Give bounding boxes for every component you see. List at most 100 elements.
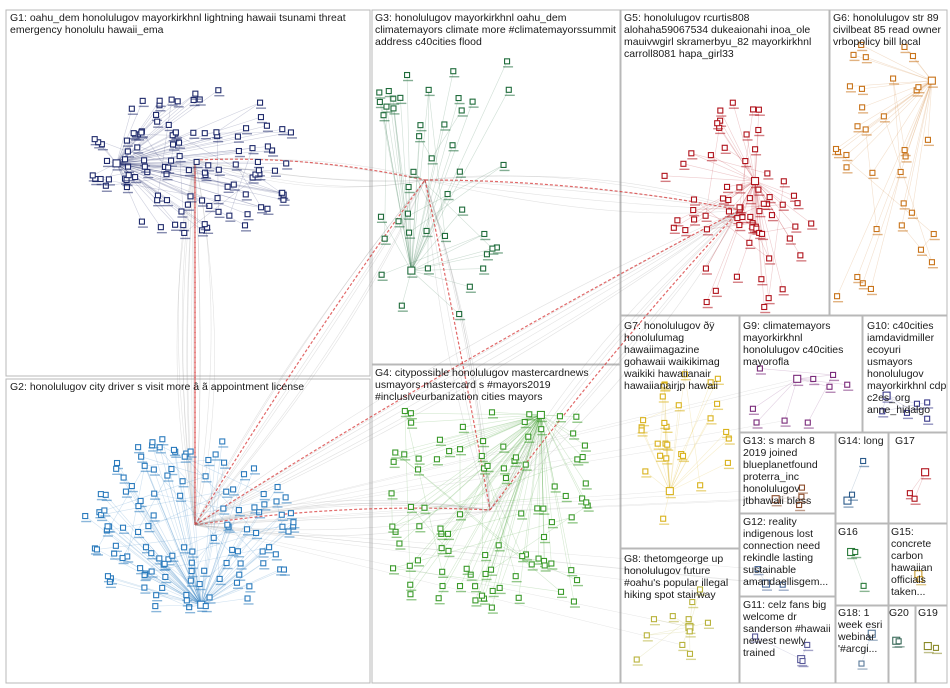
inter-group-edge bbox=[191, 159, 196, 526]
node-g5 bbox=[794, 200, 801, 207]
node-g1 bbox=[193, 158, 200, 165]
node-g5 bbox=[702, 212, 709, 219]
node-g7 bbox=[714, 375, 721, 382]
inter-group-edge bbox=[194, 179, 426, 526]
node-g4 bbox=[445, 547, 452, 554]
node-g5 bbox=[729, 99, 736, 106]
node-g2 bbox=[187, 577, 194, 584]
node-g7 bbox=[675, 402, 682, 409]
node-g3 bbox=[404, 210, 411, 217]
edge bbox=[499, 416, 561, 589]
edge bbox=[116, 135, 218, 164]
edge bbox=[108, 526, 202, 605]
edge bbox=[680, 378, 719, 455]
edge bbox=[431, 110, 462, 159]
edge bbox=[185, 453, 202, 605]
node-g2 bbox=[212, 451, 219, 458]
group-box-g15 bbox=[888, 523, 948, 607]
edge bbox=[505, 414, 542, 479]
edge bbox=[116, 147, 253, 164]
group-label-g19: G19 bbox=[918, 607, 938, 619]
edge bbox=[411, 97, 459, 271]
node-g8 bbox=[704, 619, 711, 626]
node-g11 bbox=[799, 657, 806, 665]
node-g7 bbox=[679, 452, 687, 459]
edge bbox=[151, 552, 202, 605]
edge bbox=[411, 171, 461, 271]
edge bbox=[229, 148, 253, 216]
edge bbox=[754, 180, 783, 205]
node-g3 bbox=[397, 94, 404, 101]
node-g19 bbox=[923, 642, 932, 651]
edge bbox=[404, 410, 443, 572]
strong-edge bbox=[194, 507, 491, 526]
node-g5 bbox=[755, 186, 762, 193]
edge bbox=[903, 80, 933, 204]
node-g4 bbox=[415, 455, 422, 462]
node-g8 bbox=[685, 616, 692, 623]
node-g6 bbox=[902, 153, 909, 160]
inter-group-edge bbox=[186, 159, 196, 526]
node-g2 bbox=[119, 554, 126, 562]
node-g2 bbox=[148, 550, 155, 557]
node-g2 bbox=[104, 523, 111, 530]
edge bbox=[728, 180, 756, 201]
edge bbox=[904, 80, 933, 151]
edge bbox=[200, 468, 255, 605]
strong-edge bbox=[489, 209, 741, 511]
node-g2 bbox=[169, 552, 176, 559]
edge bbox=[540, 414, 583, 499]
node-g4 bbox=[484, 462, 491, 469]
node-g4 bbox=[574, 456, 581, 463]
edge bbox=[418, 414, 542, 459]
edge bbox=[383, 115, 412, 271]
edge bbox=[490, 464, 527, 570]
node-g13 bbox=[796, 501, 803, 509]
inter-group-edge bbox=[489, 209, 741, 511]
group-box-g14 bbox=[835, 432, 889, 524]
inter-group-edge bbox=[194, 524, 701, 590]
node-g4 bbox=[478, 592, 485, 599]
node-g2 bbox=[170, 446, 177, 453]
node-g4 bbox=[495, 542, 502, 549]
edge bbox=[646, 631, 690, 636]
node-g5 bbox=[690, 196, 698, 203]
node-g6 bbox=[897, 168, 904, 176]
node-g5 bbox=[786, 235, 793, 242]
node-g3 bbox=[423, 227, 430, 235]
node-g2 bbox=[141, 584, 148, 591]
node-g4 bbox=[488, 604, 495, 611]
node-g7 bbox=[640, 417, 647, 424]
node-g5 bbox=[764, 170, 771, 177]
node-g5 bbox=[755, 126, 762, 134]
group-box-g18 bbox=[835, 604, 889, 684]
group-label-g6: G6: honolulugov str 89 civilbeat 85 read… bbox=[833, 12, 944, 48]
node-g4 bbox=[522, 461, 529, 468]
inter-group-edge bbox=[194, 159, 426, 188]
edge bbox=[754, 180, 796, 227]
group-label-g5: G5: honolulugov rcurtis808 alohaha590675… bbox=[624, 12, 815, 60]
inter-group-edge bbox=[194, 159, 426, 182]
node-g2 bbox=[251, 504, 258, 511]
node-g4 bbox=[540, 505, 547, 512]
group-label-g20: G20 bbox=[889, 607, 909, 619]
node-g2 bbox=[186, 604, 193, 611]
group-box-g3 bbox=[371, 9, 621, 365]
node-g1 bbox=[232, 161, 239, 168]
edge bbox=[200, 454, 216, 605]
node-g1 bbox=[224, 183, 231, 190]
node-g7 bbox=[659, 393, 666, 400]
edge bbox=[411, 61, 508, 271]
node-g4 bbox=[562, 492, 569, 500]
node-g7 bbox=[665, 487, 674, 496]
node-g6 bbox=[909, 52, 917, 60]
edge bbox=[775, 496, 802, 500]
node-g7 bbox=[707, 379, 714, 386]
node-g2 bbox=[142, 544, 150, 551]
group-label-g18: G18: 1 week esri webinar '#arcgi... bbox=[838, 607, 886, 655]
node-g16 bbox=[860, 582, 867, 589]
node-g2 bbox=[237, 560, 244, 567]
node-g4 bbox=[541, 562, 548, 569]
node-g4 bbox=[389, 565, 397, 572]
node-g1 bbox=[214, 195, 221, 202]
